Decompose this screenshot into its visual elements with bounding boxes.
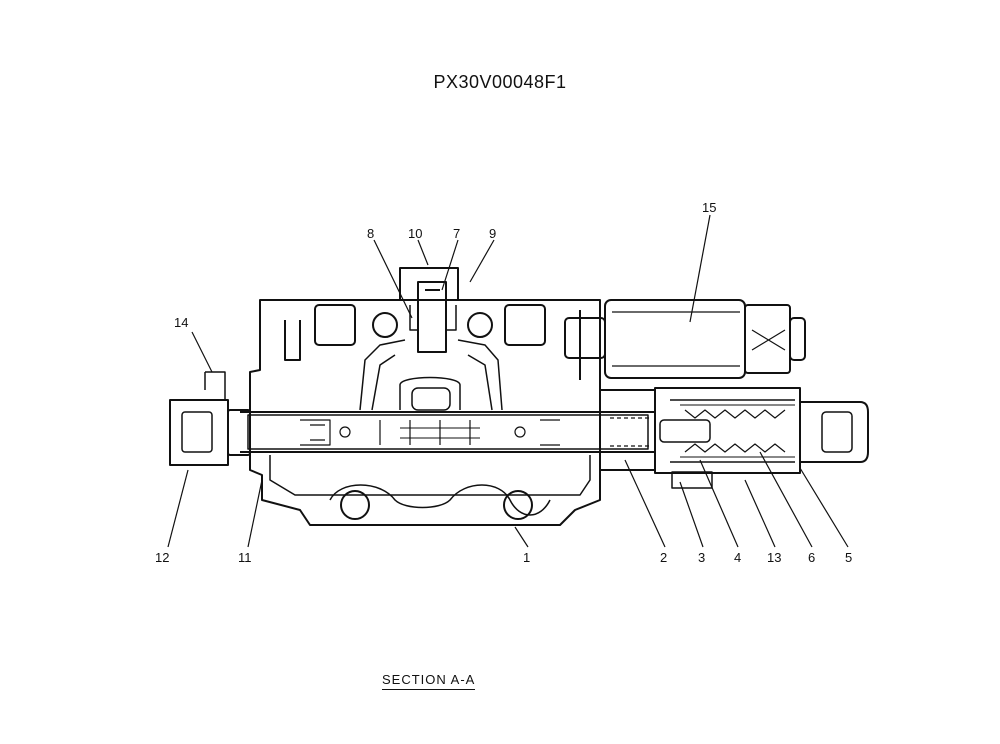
callout-11: 11 — [238, 550, 252, 565]
callout-7: 7 — [453, 226, 460, 241]
callout-15: 15 — [702, 200, 716, 215]
callout-12: 12 — [155, 550, 169, 565]
valve-body — [249, 299, 601, 526]
upper-ports — [314, 304, 546, 346]
section-label: SECTION A-A — [382, 672, 476, 690]
callout-9: 9 — [489, 226, 496, 241]
drawing-number: PX30V00048F1 — [433, 72, 567, 92]
callout-5: 5 — [845, 550, 852, 565]
right-end-cap — [799, 401, 869, 463]
callout-14: 14 — [174, 315, 188, 330]
callout-8: 8 — [367, 226, 374, 241]
callout-10: 10 — [408, 226, 422, 241]
callout-1: 1 — [523, 550, 530, 565]
callout-6: 6 — [808, 550, 815, 565]
callout-3: 3 — [698, 550, 705, 565]
callout-labels: 1 2 3 4 13 6 5 11 12 14 8 10 7 9 15 — [155, 200, 852, 565]
spring-chamber — [600, 387, 801, 489]
left-end-cap — [169, 371, 251, 466]
callout-13: 13 — [767, 550, 781, 565]
leader-lines — [167, 214, 849, 548]
spool — [240, 411, 655, 453]
check-valve-assembly — [359, 267, 503, 411]
solenoid — [564, 299, 806, 379]
callout-2: 2 — [660, 550, 667, 565]
callout-4: 4 — [734, 550, 741, 565]
